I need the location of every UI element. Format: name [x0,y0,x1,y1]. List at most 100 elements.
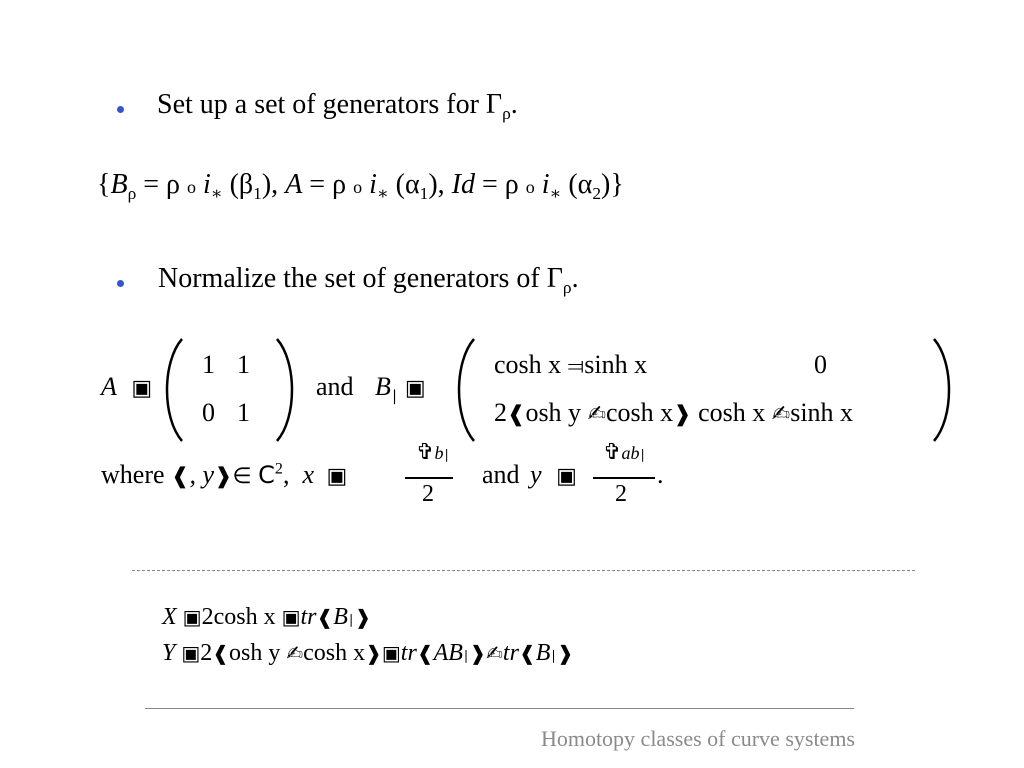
open-glyph: ❰ [171,464,190,489]
gen-eq3: = ρ [475,169,526,200]
pair: , y [189,460,214,489]
eq2-minus: ✍ [286,641,304,665]
matrix-a-label: A ▣ [101,372,152,402]
bullet-2: Normalize the set of generators of Γρ. [158,263,579,298]
star-2: ∗ [376,184,389,204]
footer-rule [145,708,854,709]
eq1-tr: tr [300,604,317,630]
bullet-2-text: Normalize the set of generators of Γ [158,263,563,294]
a22: 1 [237,398,250,427]
eq2-gamma: ∣ [462,649,470,664]
generators-set: {Bρ = ρ o i∗ (β1), A = ρ o i∗ (α1), Id =… [97,169,624,204]
alpha1-sub: 1 [419,184,429,204]
sep-1: ), [261,169,286,200]
frac2-num: ✞ab∣ [603,440,646,465]
frac2-den: 2 [615,481,627,507]
where-line: where ❰, y❱∈ C2, x ▣ [101,460,348,489]
eq2-b: B [535,640,551,666]
x-var: x [302,460,314,489]
eq1-equals: ▣ [182,605,202,629]
i-3: i [534,169,550,200]
minus-glyph-2: ✍ [587,402,606,427]
beta: (β [222,169,254,200]
a12: 1 [237,350,250,379]
bullet-1-text: Set up a set of generators for Γ [157,89,503,120]
gamma-glyph: ∣ [390,387,399,405]
minus-glyph-3: ✍ [771,402,791,427]
i-2: i [362,169,377,200]
gen-b-sub: ρ [127,184,137,204]
gen-id: Id [451,169,475,200]
footer-title: Homotopy classes of curve systems [540,726,855,751]
eq2-rhs-b: osh y [229,640,287,666]
b11-b: sinh x [584,350,648,379]
tau-glyph-2: ✞ [603,440,622,465]
a21: 0 [202,398,215,427]
eq2-rhs-a: 2 [200,640,213,666]
star-3: ∗ [549,184,562,204]
eq1-close: ❱ [354,605,372,629]
bullet-1: Set up a set of generators for Γρ. [157,89,518,122]
equals-glyph-2: ▣ [404,376,426,401]
eq2-equals: ▣ [181,641,201,665]
where-word: where [101,460,172,489]
eq2-ab: AB [433,640,463,666]
paren-glyph-2: ❱ [673,402,692,427]
alpha2: (α [561,169,593,200]
a11: 1 [202,350,215,379]
equation-x: X ▣2cosh x ▣tr❰B∣❱ [162,604,371,631]
matrix-b-row-1: cosh x ⫤sinh x [494,350,647,380]
eq2-gamma-2: ∣ [550,649,557,664]
eq2-close: ❱▣ [365,641,401,665]
bullet-2-end: . [571,263,579,294]
brace-close: )} [601,169,624,200]
alpha2-sub: 2 [592,184,602,204]
equals-glyph: ▣ [131,376,153,401]
bullet-2-sub: ρ [562,278,572,298]
bullet-1-end: . [510,89,518,120]
eq2-lhs: Y [162,640,176,666]
bullet-dot-2 [117,280,124,287]
b21-c: cosh x [606,398,674,427]
b21-a: 2 [494,398,507,427]
frac2-sub: ab [621,443,640,463]
eq1-rhs: 2cosh x [201,604,282,630]
sep-2: ), [428,169,452,200]
close-glyph: ❱∈ [214,464,252,489]
eq1-equals-2: ▣ [281,605,301,629]
matrix-b-left-paren [452,337,478,443]
matrix-b-right-paren [930,337,956,443]
gamma-glyph-3: ∣ [639,448,646,463]
matrix-a-right-paren [273,337,299,443]
frac2-bar [593,477,655,479]
matrix-b-var: B [375,372,391,401]
frac1-den: 2 [422,481,434,507]
frac1-bar [405,477,453,479]
y-var: y [530,460,542,489]
frac1-sub: b [434,443,444,463]
tau-glyph-1: ✞ [416,440,435,465]
equals-glyph-3: ▣ [326,464,348,489]
gen-b: B [110,169,128,200]
matrix-a-var: A [101,372,117,401]
frac1-num: ✞b∣ [416,440,450,465]
gen-eq1: = ρ [136,169,187,200]
equation-y: Y ▣2❰osh y ✍cosh x❱▣tr❰AB∣❱✍tr❰B∣❱ [162,640,574,667]
field-power: 2 [274,460,283,478]
gen-a: A [285,169,303,200]
eq2-close-3: ❱ [556,641,574,665]
b22-a: cosh x [691,398,772,427]
paren-glyph-1: ❰ [507,402,526,427]
eq1-b: B [333,604,348,630]
eq2-close-2: ❱✍ [469,641,503,665]
eq1-open: ❰ [316,605,334,629]
equals-glyph-4: ▣ [556,464,577,489]
and-2: and y ▣ [482,460,577,490]
period: . [657,460,664,489]
gamma-glyph-2: ∣ [443,448,450,463]
brace-open: { [97,169,111,200]
bullet-dot-1 [117,106,124,113]
b11-a: cosh x [494,350,568,379]
